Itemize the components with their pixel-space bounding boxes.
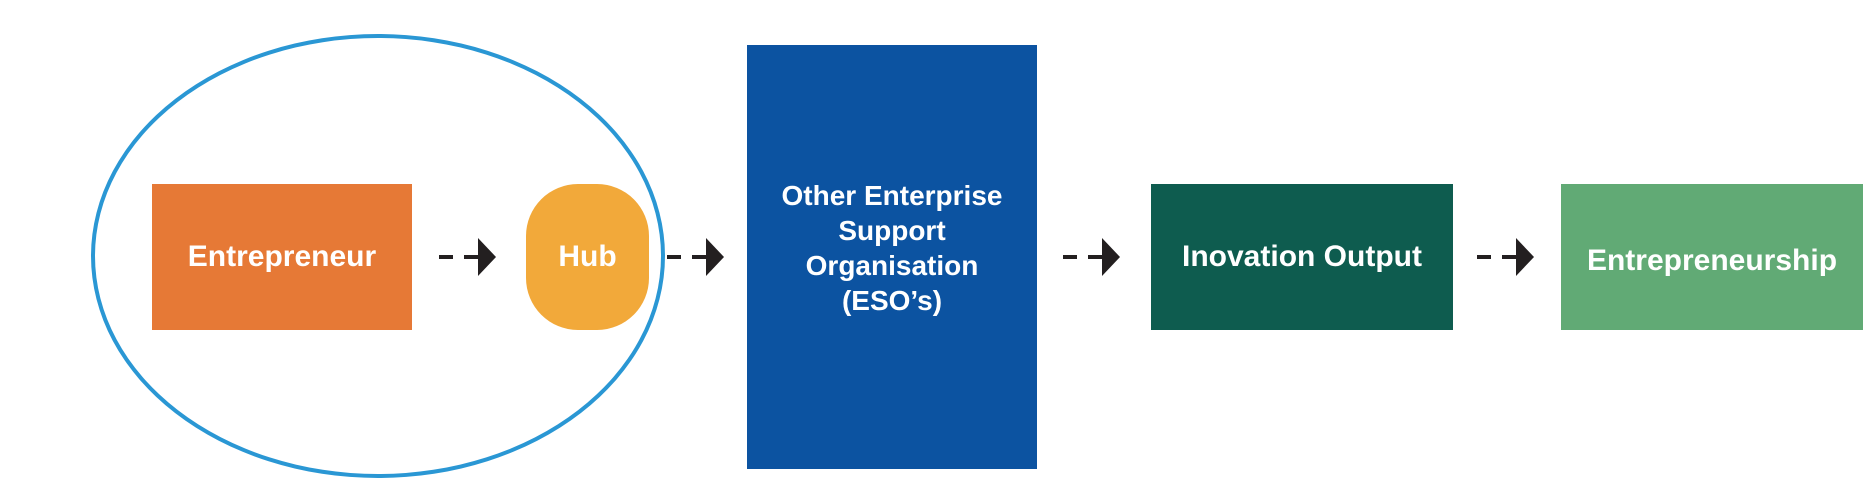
hub-node: Hub [526,184,649,330]
dashed-arrow-icon [1063,238,1120,276]
eso-node: Other Enterprise Support Organisation (E… [747,45,1037,469]
dashed-arrow-icon [1477,238,1534,276]
entrepreneurship-node: Entrepreneurship [1561,184,1863,330]
dashed-arrow-icon [667,238,724,276]
entrepreneur-hub-group-ellipse [91,34,665,478]
entrepreneurship-label: Entrepreneurship [1586,244,1838,277]
innovation-output-label: Inovation Output [1182,240,1422,273]
entrepreneur-node: Entrepreneur [152,184,412,330]
innovation-output-node: Inovation Output [1151,184,1453,330]
dashed-arrow-icon [439,238,496,276]
hub-label: Hub [558,240,617,273]
eso-label: Other Enterprise Support Organisation (E… [781,180,1003,316]
entrepreneur-label: Entrepreneur [187,240,377,273]
